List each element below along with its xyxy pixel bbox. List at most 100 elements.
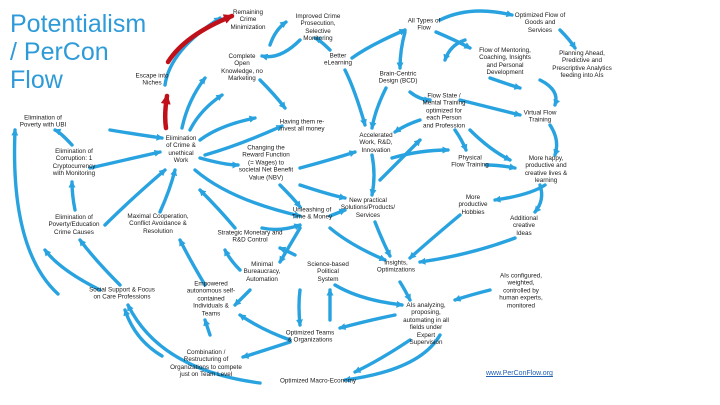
node-label-line: Innovation (361, 146, 391, 154)
node-label-line: Work, R&D, (359, 139, 393, 147)
node-label-line: Hobbies (461, 208, 485, 216)
flow-arrow (393, 118, 422, 134)
title-line-3: Flow (10, 66, 63, 94)
node-label-line: unethical (168, 150, 194, 157)
flow-arrow (43, 248, 102, 292)
flow-arrow (180, 76, 207, 130)
flow-arrow (313, 36, 332, 52)
flow-arrow (328, 226, 387, 262)
node-label-line: Organizations to compete (170, 364, 242, 371)
node-label-line: Poverty/Education (48, 221, 100, 229)
flow-arrow (353, 338, 412, 374)
website-link[interactable]: www.PerConFlow.org (486, 370, 553, 377)
flow-arrow (258, 78, 287, 110)
flow-arrow (488, 76, 522, 90)
node-label-line: Services (355, 211, 381, 219)
node-label-line: Virtual Flow (523, 109, 557, 117)
flow-arrow (396, 30, 407, 70)
node-label-line: automating in all (403, 316, 449, 324)
node-label-line: Brain-Centric (379, 70, 417, 78)
flow-arrow (260, 223, 302, 232)
flow-arrow (484, 163, 517, 171)
node-label-line: Political (317, 268, 339, 276)
flow-arrow (453, 128, 468, 152)
node-label-line: New practical (349, 196, 387, 204)
node-label-line: Solutions/Products/ (340, 204, 396, 212)
node-label-line: Minimal (251, 260, 273, 268)
node-label-line: contained (197, 295, 225, 303)
title-line-1: Potentialism (10, 10, 147, 38)
node-label-line: Combination / (186, 349, 226, 357)
node-label-line: human experts, (499, 294, 543, 302)
node-label-line: Maximal Cooperation, (127, 212, 189, 220)
node-label-line: Escape into (135, 72, 169, 80)
flow-arrow (238, 313, 292, 342)
highlight-arrows (160, 13, 235, 131)
node-label-line: each Person (426, 114, 462, 122)
node-label-line: Corruption: 1 (55, 155, 93, 163)
node-label-line: Crime Causes (54, 228, 94, 236)
flow-arrow (343, 333, 442, 383)
flow-arrow (198, 188, 237, 230)
node-label-line: Elimination of (55, 213, 93, 221)
flow-arrow (538, 78, 561, 107)
flow-arrow (548, 123, 561, 157)
node-label-line: More happy, (528, 155, 564, 163)
node-label-line: just on Team Level (179, 371, 233, 379)
node-label-line: Expert (416, 331, 436, 339)
node-label-line: invest all money (279, 126, 325, 133)
flow-arrow (260, 38, 302, 61)
node-label-line: monitored (506, 302, 535, 310)
node-label-line: creative (512, 222, 536, 230)
node-label-line: learning (534, 177, 558, 185)
flow-arrow (278, 226, 302, 264)
flow-arrow (123, 308, 164, 358)
flow-arrow (126, 303, 262, 385)
node-label-line: Flow (417, 25, 431, 32)
node-label-line: Optimizations (376, 267, 416, 274)
flow-arrow (103, 168, 167, 227)
flow-arrow (158, 168, 178, 214)
node-label-line: Crime (239, 16, 257, 24)
flow-arrow (241, 340, 292, 359)
node-label-line: Poverty with UBI (19, 122, 67, 129)
node-label-line: of Crime & (166, 142, 196, 150)
node-label-line: weighted, (507, 279, 535, 287)
flow-arrow (390, 146, 450, 160)
node-insights-optimizations: Insights,Optimizations (377, 260, 415, 275)
node-label-line: More (465, 193, 481, 201)
node-label-line: Predictive and (562, 57, 602, 65)
flow-arrow (468, 128, 512, 162)
node-label-line: Restructuring of (183, 356, 229, 364)
node-label-line: Having them re- (279, 118, 325, 126)
flow-arrows (11, 9, 577, 385)
node-label-line: controlled by (503, 287, 539, 295)
flow-arrow (198, 115, 257, 142)
node-label-line: Accelerated (359, 131, 393, 139)
flow-arrow (438, 9, 514, 22)
flow-arrow (108, 128, 164, 141)
node-label-line: Niches (142, 80, 162, 87)
node-optimized-teams: Optimized Teams& Organizations (286, 330, 335, 345)
node-label-line: Physical (458, 154, 482, 162)
node-label-line: creative lives & (524, 170, 568, 177)
node-label-line: Flow State / (427, 92, 461, 100)
